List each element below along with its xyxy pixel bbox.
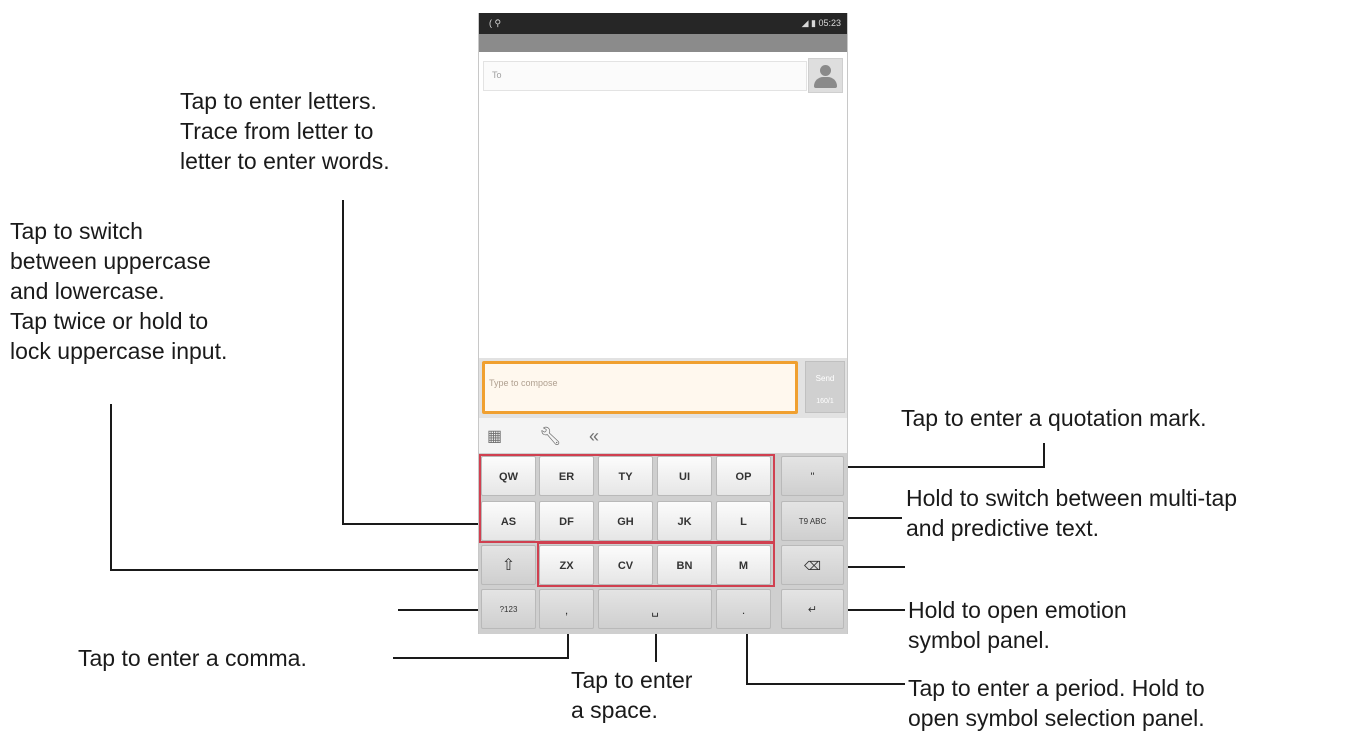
delete-key[interactable]: ⌫ [781, 545, 844, 585]
send-label: Send [815, 374, 835, 383]
key-ui[interactable]: UI [657, 456, 712, 496]
callout-emotion: Hold to open emotion symbol panel. [908, 597, 1127, 653]
shift-key-label: ⇧ [501, 557, 516, 574]
key-df-label: DF [559, 516, 574, 528]
key-as-label: AS [500, 516, 517, 528]
key-jk-label: JK [677, 516, 692, 528]
wrench-icon[interactable]: 🔧︎ [539, 426, 562, 446]
callout-period: Tap to enter a period. Hold to open symb… [908, 675, 1205, 731]
key-cv-label: CV [617, 560, 634, 572]
quotation-key[interactable]: " [781, 456, 844, 496]
status-bar: ( ⚲ ◢ ▮ 05:23 [479, 13, 847, 34]
key-as[interactable]: AS [481, 501, 536, 541]
space-key[interactable]: ␣ [598, 589, 712, 629]
period-key-label: . [741, 603, 746, 617]
callout-letters: Tap to enter letters. Trace from letter … [180, 88, 390, 174]
key-bn[interactable]: BN [657, 545, 712, 585]
status-right: ◢ ▮ 05:23 [801, 18, 841, 28]
key-zx-label: ZX [559, 560, 574, 572]
key-op[interactable]: OP [716, 456, 771, 496]
delete-key-label: ⌫ [804, 559, 821, 573]
status-left: ( ⚲ [489, 18, 502, 28]
key-er[interactable]: ER [539, 456, 594, 496]
callout-quote: Tap to enter a quotation mark. [901, 405, 1207, 431]
to-field[interactable]: To [483, 61, 807, 91]
enter-key[interactable]: ↵ [781, 589, 844, 629]
callout-multitap: Hold to switch between multi-tap and pre… [906, 485, 1238, 541]
symbols-key[interactable]: ?123 [481, 589, 536, 629]
comma-key-label: , [564, 603, 569, 617]
compose-bar: Type to compose Send 160/1 [479, 358, 847, 418]
enter-key-label: ↵ [807, 604, 818, 616]
leader-line-letters [342, 200, 488, 525]
callout-comma: Tap to enter a comma. [78, 645, 307, 671]
symbols-key-label: ?123 [499, 605, 518, 614]
key-df[interactable]: DF [539, 501, 594, 541]
quotation-key-label: " [810, 471, 815, 483]
key-gh-label: GH [617, 516, 634, 528]
key-er-label: ER [558, 471, 575, 483]
title-bar [479, 34, 847, 52]
callout-shift: Tap to switch between uppercase and lowe… [10, 218, 228, 364]
key-m-label: M [738, 560, 749, 572]
callout-space: Tap to enter a space. [571, 667, 693, 723]
double-chevron-left-icon[interactable]: « [589, 426, 600, 446]
key-l-label: L [740, 516, 747, 528]
comma-key[interactable]: , [539, 589, 594, 629]
key-bn-label: BN [676, 560, 693, 572]
send-counter: 160/1 [816, 398, 834, 405]
leader-line-shift [110, 404, 488, 571]
send-button[interactable]: Send 160/1 [805, 361, 845, 413]
key-op-label: OP [735, 471, 752, 483]
key-ty[interactable]: TY [598, 456, 653, 496]
key-m[interactable]: M [716, 545, 771, 585]
key-jk[interactable]: JK [657, 501, 712, 541]
compose-placeholder: Type to compose [489, 378, 558, 388]
shift-key[interactable]: ⇧ [481, 545, 536, 585]
mode-key-label: T9 ABC [798, 517, 827, 526]
contact-icon[interactable] [808, 58, 843, 93]
keyboard-grid-icon[interactable]: ▦ [487, 428, 503, 445]
period-key[interactable]: . [716, 589, 771, 629]
compose-input[interactable]: Type to compose [482, 361, 798, 414]
key-ui-label: UI [679, 471, 690, 483]
keyboard-toolbar: ▦ 🔧︎ « [479, 418, 847, 453]
leader-line-quote [836, 443, 1045, 468]
key-l[interactable]: L [716, 501, 771, 541]
key-qw-label: QW [499, 471, 518, 483]
space-key-label: ␣ [651, 603, 659, 617]
key-qw[interactable]: QW [481, 456, 536, 496]
phone-screen: ( ⚲ ◢ ▮ 05:23 To Type to compose Send 16… [478, 13, 848, 634]
mode-key[interactable]: T9 ABC [781, 501, 844, 541]
key-cv[interactable]: CV [598, 545, 653, 585]
keyboard: QW ER TY UI OP AS DF GH JK L ZX CV BN M ⇧ ?123, ␣. " T9 AB… [479, 453, 847, 634]
key-ty-label: TY [618, 471, 633, 483]
key-gh[interactable]: GH [598, 501, 653, 541]
to-placeholder: To [492, 70, 502, 80]
key-zx[interactable]: ZX [539, 545, 594, 585]
